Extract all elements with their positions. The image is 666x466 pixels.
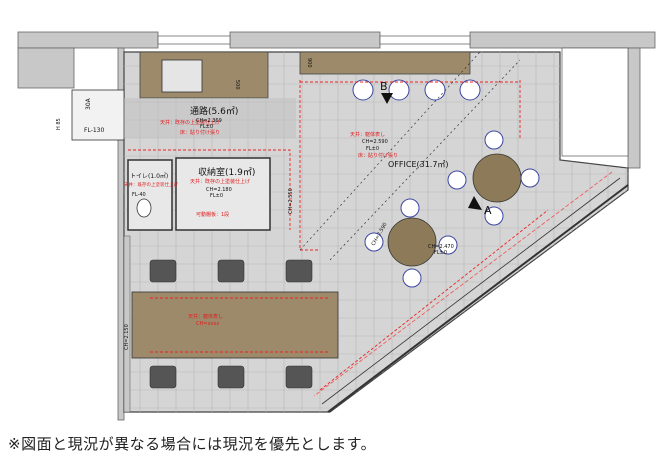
svg-text:天井：躯体表し: 天井：躯体表し (188, 313, 223, 320)
diagonal-dotted (299, 51, 521, 261)
ch-c: CH=2.550 (288, 188, 294, 214)
svg-text:可動棚板：1段: 可動棚板：1段 (196, 211, 229, 218)
svg-text:床：貼り付け張り: 床：貼り付け張り (180, 129, 220, 136)
dim-top-a: 500 (234, 80, 240, 90)
svg-text:CH=2.180: CH=2.180 (206, 187, 232, 193)
corridor-spec: 天井：既存の上塗装仕上げ CH=2.369 FL±0 床：貼り付け張り (160, 118, 222, 136)
sink (161, 59, 203, 93)
kitchen-counter (139, 51, 269, 99)
view-marker-a: A (468, 196, 492, 217)
electrical-lines (128, 80, 549, 391)
svg-text:CH=2.470: CH=2.470 (428, 244, 454, 250)
svg-text:天井：躯体表し: 天井：躯体表し (350, 131, 385, 138)
diagonal-window-wall (313, 171, 629, 413)
footnote: ※図面と現況が異なる場合には現況を優先とします。 (8, 435, 377, 453)
floor-plan: B A 通路(5.6㎡) 収納室(1.9㎡) トイレ(1.0㎡) OFFICE(… (17, 31, 656, 421)
svg-text:床：貼り付け張り: 床：貼り付け張り (358, 152, 398, 159)
dim-left-a: 30A (85, 97, 92, 110)
top-shelf (299, 51, 471, 75)
svg-text:FL±0: FL±0 (210, 193, 223, 199)
svg-text:天井：既存の上塗装仕上げ: 天井：既存の上塗装仕上げ (124, 181, 178, 188)
svg-text:CH=2.590: CH=2.590 (362, 139, 388, 145)
entrance-level: FL-130 (84, 127, 104, 134)
desk-spec: 天井：躯体表し CH=xxxx (188, 313, 223, 327)
svg-text:FL±0: FL±0 (200, 124, 213, 130)
storage-spec: 天井：既存の上塗装仕上げ CH=2.180 FL±0 可動棚板：1段 (190, 178, 250, 218)
svg-text:B: B (380, 80, 388, 93)
round-table-left (387, 217, 437, 267)
dim-top-b: 900 (306, 58, 312, 68)
svg-text:FL±0: FL±0 (434, 250, 447, 256)
svg-text:天井：既存の上塗装仕上げ: 天井：既存の上塗装仕上げ (190, 178, 250, 185)
toilet-room (127, 159, 173, 231)
toilet-bowl (136, 198, 152, 218)
svg-text:A: A (484, 204, 492, 217)
circle-spec: CH=2.470 FL±0 (428, 244, 454, 256)
windows (157, 35, 629, 157)
left-room (123, 235, 131, 413)
toilet-label: トイレ(1.0㎡) (130, 172, 168, 180)
corridor-label: 通路(5.6㎡) (190, 105, 238, 117)
dim-left-b: H 85 (56, 118, 62, 130)
storage-label: 収納室(1.9㎡) (198, 166, 255, 178)
svg-text:CH=2.369: CH=2.369 (196, 118, 222, 124)
office-label: OFFICE(31.7㎡) (388, 160, 449, 169)
toilet-spec: 天井：既存の上塗装仕上げ FL-40 (124, 181, 178, 198)
ch-left: CH=2.150 (124, 324, 130, 350)
desk-chairs (149, 259, 313, 389)
storage-room (175, 157, 271, 231)
svg-text:天井：既存の上塗装仕上げ: 天井：既存の上塗装仕上げ (160, 119, 220, 126)
office-spec: 天井：躯体表し CH=2.590 FL±0 床：貼り付け張り (350, 131, 398, 159)
long-desk (131, 291, 339, 359)
round-chairs (352, 79, 540, 288)
left-entrance (71, 89, 125, 141)
view-marker-b: B (380, 80, 393, 104)
round-table-right (472, 153, 522, 203)
corridor-strip (124, 98, 296, 138)
svg-text:FL±0: FL±0 (366, 146, 379, 152)
svg-text:CH=xxxx: CH=xxxx (196, 321, 219, 327)
svg-text:FL-40: FL-40 (132, 192, 146, 198)
